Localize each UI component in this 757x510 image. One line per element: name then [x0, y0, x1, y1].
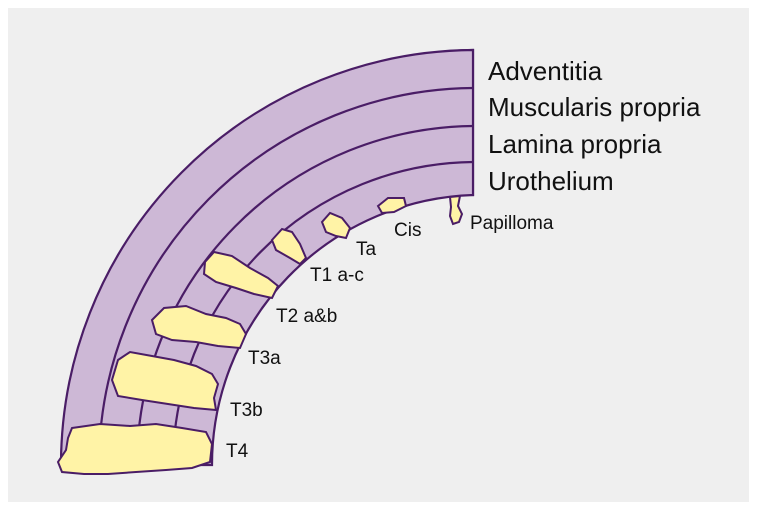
- label-urothelium: Urothelium: [488, 166, 614, 196]
- label-lamina-propria: Lamina propria: [488, 129, 662, 159]
- label-t4: T4: [226, 441, 249, 462]
- bladder-wall-fill: [61, 50, 473, 465]
- tumor-t4: [58, 424, 212, 474]
- label-ta: Ta: [356, 239, 377, 260]
- label-papilloma: Papilloma: [470, 213, 554, 234]
- tumor-papilloma: [450, 196, 462, 224]
- label-adventitia: Adventitia: [488, 56, 603, 86]
- label-t1: T1 a-c: [310, 265, 364, 286]
- label-t3b: T3b: [230, 400, 263, 421]
- label-t3a: T3a: [248, 348, 281, 369]
- label-muscularis-propria: Muscularis propria: [488, 92, 701, 122]
- label-t2: T2 a&b: [276, 306, 337, 327]
- label-cis: Cis: [394, 220, 421, 241]
